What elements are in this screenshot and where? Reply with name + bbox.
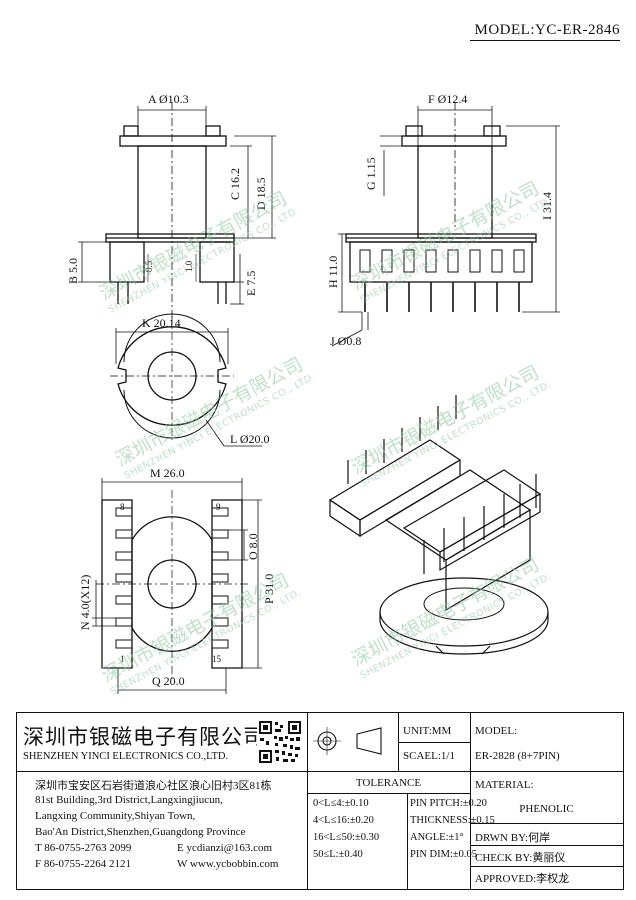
model-title: MODEL:YC-ER-2846 [474, 22, 620, 38]
pin-pitch-tolerance: PIN PITCH:±0.20 [410, 798, 487, 809]
tolerance-row-1: 0<L≤4:±0.10 [313, 798, 369, 809]
model-value: ER-2828 (8+7PIN) [475, 750, 560, 762]
model-underline [470, 40, 620, 41]
isometric-view [328, 395, 549, 655]
tolerance-title: TOLERANCE [355, 777, 422, 789]
dim-h-label: H 11.0 [326, 255, 340, 288]
dim-l-label: L Ø20.0 [230, 432, 270, 446]
dim-m-label: M 26.0 [150, 466, 185, 480]
dim-n-label: N 4.0(X12) [78, 574, 92, 630]
material-value: PHENOLIC [519, 803, 574, 815]
pin-15-label: 15 [212, 654, 221, 664]
tolerance-row-3: 16<L≤50:±0.30 [313, 832, 380, 843]
thickness-tolerance: THICKNESS:±0.15 [410, 815, 495, 826]
projection-symbol-icon [313, 727, 382, 755]
pin-8-label: 8 [120, 502, 125, 512]
tolerance-row-2: 4<L≤16:±0.20 [313, 815, 374, 826]
pin-dim-tolerance: PIN DIM:±0.05 [410, 849, 478, 860]
telephone: T 86-0755-2763 2099 [35, 842, 132, 854]
dim-f-label: F Ø12.4 [428, 92, 468, 106]
pin-9-label: 9 [216, 502, 221, 512]
fax: F 86-0755-2264 2121 [35, 858, 131, 870]
approved-by: APPROVED:李权龙 [475, 873, 570, 885]
technical-drawing [78, 102, 560, 694]
scale: SCAEL:1/1 [403, 750, 455, 762]
check-by: CHECK BY:黄丽仪 [475, 852, 566, 864]
address-zh: 深圳市宝安区石岩街道浪心社区浪心旧村3区81栋 [35, 780, 272, 792]
dim-c-label: C 16.2 [228, 167, 242, 200]
qr-code-icon [257, 719, 303, 765]
address-en-line-1: 81st Building,3rd District,Langxingjiucu… [35, 794, 223, 806]
side-view [331, 102, 560, 347]
model-label: MODEL: [475, 725, 518, 737]
dim-k-label: K 20.14 [142, 316, 181, 330]
website: W www.ycbobbin.com [177, 858, 279, 870]
address-en-line-3: Bao'An District,Shenzhen,Guangdong Provi… [35, 826, 246, 838]
dim-a-label: A Ø10.3 [148, 92, 189, 106]
material-label: MATERIAL: [475, 779, 534, 791]
dim-b-label: B 5.0 [66, 257, 80, 284]
dim-e-label: E 7.5 [244, 270, 258, 296]
company-name-en: SHENZHEN YINCI ELECTRONICS CO.,LTD. [23, 751, 229, 762]
top-view [110, 313, 262, 447]
dim-q-label: Q 20.0 [152, 674, 185, 688]
bottom-view [92, 478, 262, 694]
address-en-line-2: Langxing Community,Shiyan Town, [35, 810, 196, 822]
front-view [78, 102, 276, 320]
dim-j-label: J Ø0.8 [330, 334, 362, 348]
unit: UNIT:MM [403, 725, 452, 737]
drawn-by: DRWN BY:何岸 [475, 832, 551, 844]
tolerance-row-4: 50≤L:±0.40 [313, 849, 363, 860]
title-block: 深圳市银磁电子有限公司 SHENZHEN YINCI ELECTRONICS C… [16, 712, 624, 890]
email: E ycdianzi@163.com [177, 842, 273, 854]
angle-tolerance: ANGLE:±1° [410, 832, 464, 843]
dim-g-label: G 1.15 [364, 157, 378, 190]
company-name-zh: 深圳市银磁电子有限公司 [23, 725, 265, 749]
pin-1-label: 1 [120, 654, 125, 664]
dim-o-label: O 8.0 [246, 533, 260, 560]
